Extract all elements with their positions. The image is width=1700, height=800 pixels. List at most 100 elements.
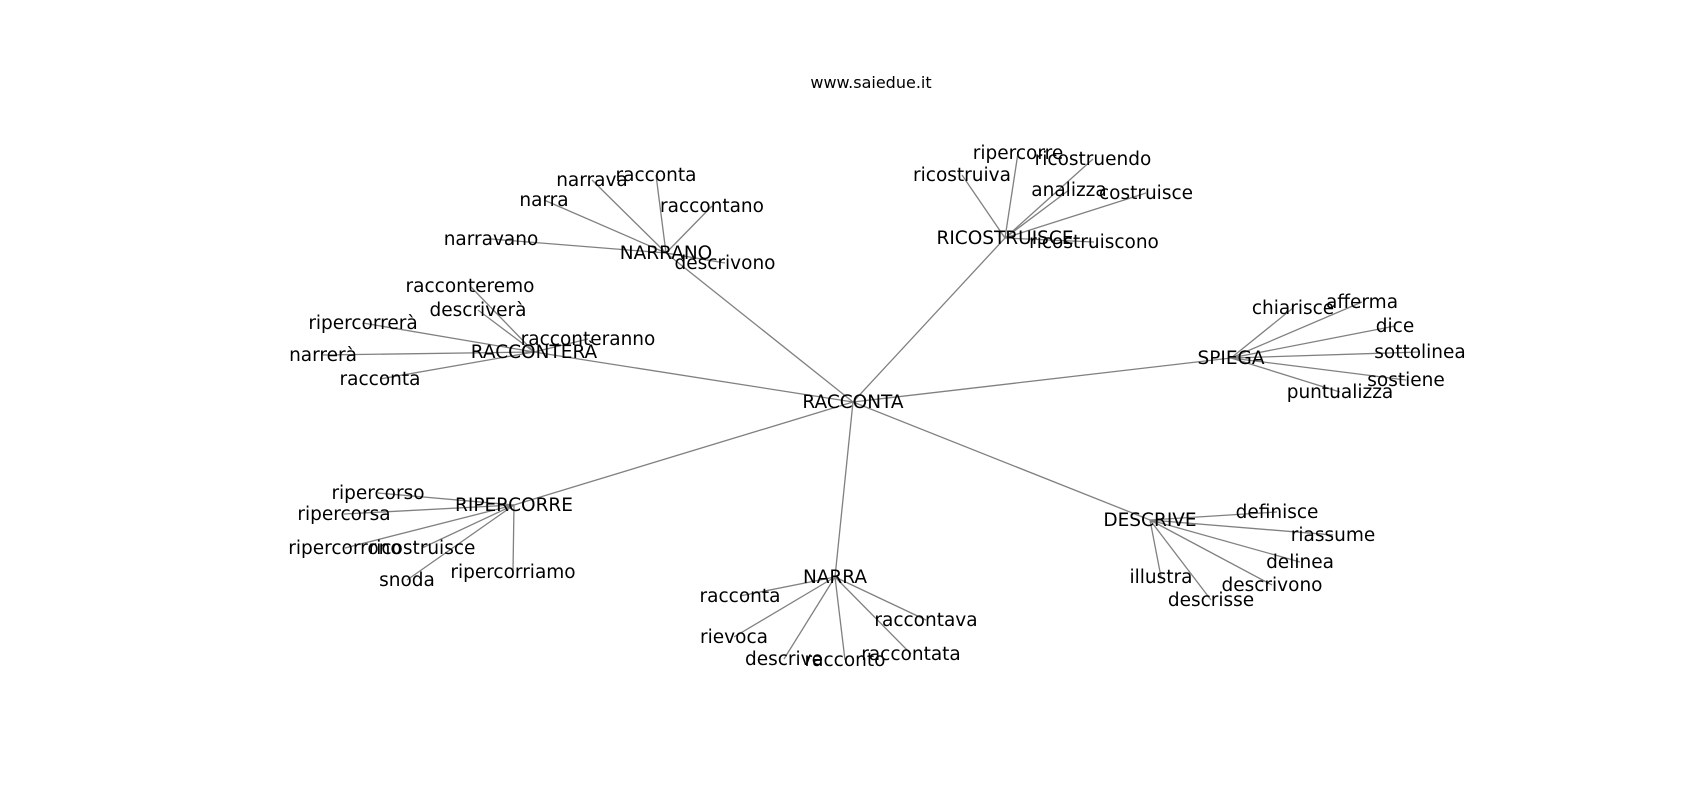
edge-hub-leaf [834,576,927,621]
leaf-node: racconteranno [521,329,656,350]
leaf-node: dice [1376,316,1414,337]
graph-edges [322,152,1421,661]
edge-root-hub [665,252,854,403]
edge-root-hub [852,401,1151,521]
leaf-node: racconto [805,650,886,671]
edge-hub-leaf [834,576,846,661]
leaf-node: narra [519,190,568,211]
root-node: RACCONTA [802,392,904,413]
edge-root-hub [834,401,854,578]
edge-hub-leaf [1149,519,1212,601]
edge-hub-leaf [421,504,515,549]
edge-hub-leaf [406,504,515,581]
edge-hub-leaf [1004,237,1095,243]
edge-hub-leaf [665,252,726,264]
leaf-node: raccontata [861,644,961,665]
edge-hub-leaf [1004,192,1147,239]
edge-hub-leaf [1149,519,1273,586]
edge-hub-leaf [343,504,515,515]
leaf-node: sostiene [1367,370,1444,391]
leaf-node: descrivono [1222,575,1323,596]
leaf-node: illustra [1130,567,1193,588]
edge-hub-leaf [665,205,713,254]
edge-hub-leaf [1230,357,1341,393]
edge-hub-leaf [362,322,535,353]
edge-hub-leaf [543,199,667,254]
leaf-node: ricostruisce [369,538,476,559]
edge-hub-leaf [477,309,535,353]
leaf-node: riassume [1291,525,1376,546]
edge-hub-leaf [733,576,836,638]
hub-node: SPIEGA [1197,348,1264,369]
leaf-node: ricostruiscono [1029,232,1159,253]
hub-node: DESCRIVE [1103,510,1196,531]
leaf-node: descriverà [430,300,527,321]
leaf-node: ripercorsa [297,504,390,525]
leaf-node: raccontava [874,610,977,631]
leaf-node: raccontano [660,196,764,217]
leaf-node: ripercorrono [288,538,401,559]
leaf-node: narrerà [289,345,357,366]
edge-hub-leaf [1230,351,1421,359]
leaf-node: delinea [1266,552,1334,573]
edge-hub-leaf [1149,519,1301,563]
edge-hub-leaf [322,351,535,356]
hub-node: RICOSTRUISCE [936,228,1073,249]
edge-hub-leaf [1149,519,1162,578]
hub-node: RIPERCORRE [455,495,573,516]
watermark-label: www.saiedue.it [810,73,931,92]
hub-node: RACCONTERÀ [471,341,598,363]
edge-hub-leaf [377,492,515,506]
edge-hub-leaf [739,576,836,597]
edge-hub-leaf [783,576,836,660]
edge-root-hub [513,401,854,506]
leaf-node: descrivono [675,253,776,274]
leaf-node: costruisce [1099,183,1193,204]
edge-hub-leaf [655,174,667,254]
leaf-node: ricostruendo [1035,149,1152,170]
edge-hub-leaf [1230,307,1294,359]
hub-node: NARRA [803,567,867,588]
leaf-node: racconta [616,165,697,186]
leaf-node: racconta [340,369,421,390]
leaf-node: chiarisce [1252,298,1334,319]
leaf-node: ripercorre [973,143,1063,164]
edge-root-hub [852,357,1232,403]
leaf-node: narravano [444,229,539,250]
leaf-node: racconta [700,586,781,607]
edge-hub-leaf [1149,511,1278,521]
leaf-node: afferma [1326,292,1398,313]
edge-hub-leaf [1004,158,1094,239]
edge-hub-leaf [469,285,535,353]
leaf-node: puntualizza [1287,382,1394,403]
leaf-node: ripercorso [331,483,424,504]
leaf-node: ripercorriamo [450,562,575,583]
leaf-node: descrive [745,649,823,670]
leaf-node: rievoca [700,627,768,648]
edge-hub-leaf [1004,152,1019,239]
leaf-node: sottolinea [1374,342,1466,363]
leaf-node: narrava [556,170,628,191]
leaf-node: analizza [1031,180,1106,201]
edge-root-hub [852,237,1006,403]
edge-hub-leaf [1149,519,1334,536]
edge-hub-leaf [1230,301,1363,359]
edge-hub-leaf [490,238,667,254]
leaf-node: definisce [1236,502,1319,523]
edge-hub-leaf [1230,357,1407,381]
leaf-node: descrisse [1168,590,1254,611]
edge-hub-leaf [344,504,515,549]
leaf-node: snoda [379,570,435,591]
edge-hub-leaf [1230,325,1396,359]
leaf-node: racconteremo [406,276,535,297]
edge-hub-leaf [1004,189,1070,239]
edge-hub-leaf [961,174,1006,239]
edge-hub-leaf [512,504,515,573]
edge-hub-leaf [379,351,535,380]
edge-root-hub [533,351,854,403]
leaf-node: ripercorrerà [308,313,417,334]
hub-node: NARRANO [620,243,713,264]
edge-hub-leaf [533,338,589,353]
